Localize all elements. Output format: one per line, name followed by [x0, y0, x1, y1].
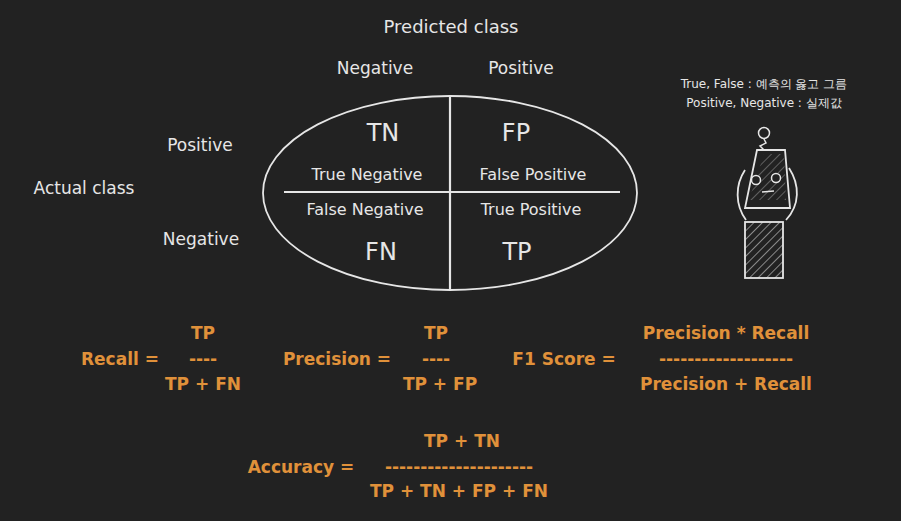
cell-abbreviation: FN — [365, 238, 397, 267]
cell-description: False Negative — [306, 200, 423, 219]
formula-denominator: TP + TN + FP + FN — [370, 481, 548, 501]
formula-name: F1 Score = — [512, 349, 615, 369]
cell-abbreviation: TP — [502, 238, 531, 267]
formula-denominator: Precision + Recall — [640, 374, 812, 394]
note: True, False : 예측의 옳고 그름 — [681, 77, 848, 91]
ellipse-outline — [262, 95, 638, 291]
formula-name: Precision = — [283, 349, 391, 369]
fraction-bar: --------------------- — [385, 457, 533, 477]
axis-category: Negative — [337, 58, 413, 78]
axis-category: Negative — [163, 229, 239, 249]
formula-numerator: TP — [424, 323, 448, 343]
axis-title: Actual class — [34, 178, 135, 198]
cell-abbreviation: FP — [502, 119, 530, 148]
cell-description: True Negative — [312, 165, 423, 184]
formula-denominator: TP + FP — [403, 374, 477, 394]
fraction-bar: ---- — [422, 349, 450, 369]
fraction-bar: ---- — [189, 349, 217, 369]
fraction-bar: ------------------- — [659, 349, 793, 369]
confusion-matrix-ellipse: TN FP True Negative False PositiveFalse Neg… — [262, 95, 638, 291]
cell-description: True Positive — [481, 200, 582, 219]
cell-abbreviation: TN — [367, 119, 400, 148]
note: Positive, Negative : 실제값 — [686, 96, 841, 110]
formula-name: Recall = — [81, 349, 159, 369]
axis-category: Positive — [488, 58, 554, 78]
formula-name: Accuracy = — [248, 457, 355, 477]
formula-numerator: TP + TN — [424, 431, 500, 451]
axis-category: Positive — [167, 135, 233, 155]
formula-numerator: Precision * Recall — [643, 323, 810, 343]
formula-numerator: TP — [191, 323, 215, 343]
formula-denominator: TP + FN — [165, 374, 241, 394]
cell-description: False Positive — [480, 165, 587, 184]
axis-title: Predicted class — [384, 16, 519, 38]
